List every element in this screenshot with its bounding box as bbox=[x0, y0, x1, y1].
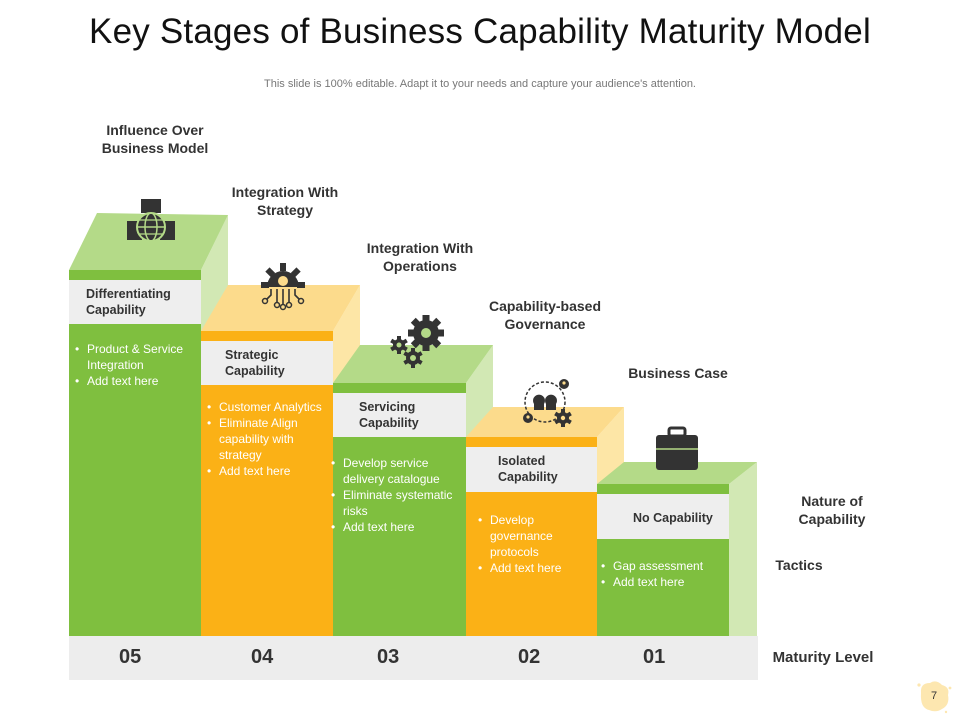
level-number-02: 02 bbox=[518, 646, 541, 668]
list-item: Gap assessment bbox=[601, 558, 726, 574]
stage-3-bullets: Develop service delivery catalogue Elimi… bbox=[331, 455, 461, 535]
stage-4-capability-label: Strategic Capability bbox=[201, 341, 333, 385]
globe-boxes-icon bbox=[127, 199, 175, 242]
list-item: Develop service delivery catalogue bbox=[331, 455, 461, 487]
gear-circuit-icon bbox=[261, 263, 305, 311]
stage-2-bullets: Develop governance protocols Add text he… bbox=[478, 512, 593, 576]
stage-1-side-face bbox=[729, 462, 757, 636]
list-item: Customer Analytics bbox=[207, 399, 329, 415]
stage-1-title: Business Case bbox=[628, 365, 728, 381]
stage-1-top-face bbox=[597, 462, 757, 484]
nature-of-capability-label: Nature of Capability bbox=[798, 493, 866, 527]
briefcase-icon bbox=[656, 426, 698, 470]
governance-icon bbox=[523, 379, 572, 427]
list-item: Product & Service Integration bbox=[75, 341, 195, 373]
page-title: Key Stages of Business Capability Maturi… bbox=[89, 12, 871, 51]
stage-1-bullets: Gap assessment Add text here bbox=[601, 558, 726, 590]
page-number-badge bbox=[917, 681, 952, 714]
gears-icon bbox=[390, 315, 444, 368]
stage-2-title: Capability-based Governance bbox=[488, 298, 602, 332]
stage-4-bullets: Customer Analytics Eliminate Align capab… bbox=[207, 399, 329, 479]
stage-3-capability-label: Servicing Capability bbox=[333, 393, 466, 437]
stage-1-capability-label: No Capability bbox=[597, 494, 729, 539]
stage-5-front-face bbox=[69, 270, 201, 636]
page-subtitle: This slide is 100% editable. Adapt it to… bbox=[264, 78, 696, 90]
stage-2-capability-label: Isolated Capability bbox=[466, 447, 597, 492]
list-item: Eliminate systematic risks bbox=[331, 487, 461, 519]
list-item: Add text here bbox=[207, 463, 329, 479]
level-number-01: 01 bbox=[643, 646, 666, 668]
tactics-label: Tactics bbox=[775, 557, 823, 573]
list-item: Add text here bbox=[478, 560, 593, 576]
list-item: Develop governance protocols bbox=[478, 512, 593, 560]
level-number-03: 03 bbox=[377, 646, 400, 668]
list-item: Add text here bbox=[75, 373, 195, 389]
stage-4-title: Integration With Strategy bbox=[231, 184, 339, 218]
stage-5-title: Influence Over Business Model bbox=[101, 122, 209, 156]
maturity-level-band bbox=[69, 636, 758, 680]
stage-3-title: Integration With Operations bbox=[366, 240, 474, 274]
level-number-05: 05 bbox=[119, 646, 142, 668]
page-number: 7 bbox=[920, 683, 948, 711]
list-item: Eliminate Align capability with strategy bbox=[207, 415, 329, 463]
stage-5-capability-label: Differentiating Capability bbox=[69, 280, 201, 324]
list-item: Add text here bbox=[331, 519, 461, 535]
page-number-text: 7 bbox=[930, 690, 938, 702]
list-item: Add text here bbox=[601, 574, 726, 590]
level-number-04: 04 bbox=[251, 646, 274, 668]
stage-5-bullets: Product & Service Integration Add text h… bbox=[75, 341, 195, 389]
maturity-level-label: Maturity Level bbox=[772, 649, 874, 666]
